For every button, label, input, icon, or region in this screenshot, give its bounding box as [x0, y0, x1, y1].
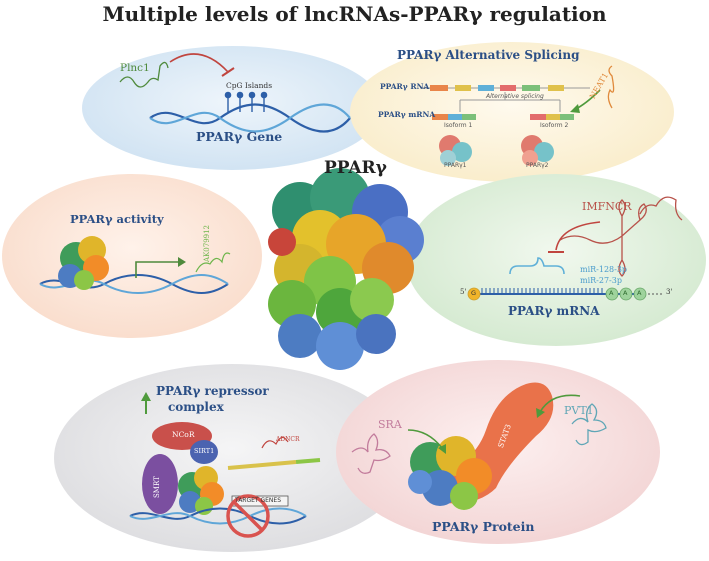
pparg-mrna-label: PPARγ mRNA: [508, 304, 600, 318]
ak079912-rna-strand: [195, 252, 231, 273]
polya-label-1: A: [609, 289, 614, 297]
polya-bead-2: [619, 287, 633, 301]
imfncr-inhibition-arrow: [555, 221, 601, 251]
alternative-splicing-note: Alternative splicing: [486, 93, 544, 100]
mirna-duplex: [509, 257, 565, 275]
imfncr-label: IMFNCR: [582, 200, 632, 213]
ak079912-label: AK079912: [203, 224, 211, 262]
mrna-cap: [467, 287, 481, 301]
three-prime-label: 3': [666, 288, 673, 296]
polya-bead-3: [633, 287, 647, 301]
smrt-label: SMRT: [153, 476, 161, 498]
gene-panel-blob: [82, 46, 382, 170]
pparg-gene-label: PPARγ Gene: [196, 129, 283, 144]
plnc1-inhibition-bar: [221, 67, 235, 77]
adncr-label: ADNCR: [276, 436, 300, 443]
ppar-gamma2-label: PPARγ2: [526, 162, 549, 169]
gene-dna-helix: [149, 103, 351, 133]
pparg-mrna-isoform2: [530, 114, 574, 120]
polya-label-2: A: [623, 289, 628, 297]
repressor-panel-blob: [54, 364, 410, 552]
mirna-128-label: miR-128-3p: [580, 265, 628, 274]
plnc1-inhibition-arrow: [169, 53, 229, 73]
five-prime-label: 5': [460, 288, 467, 296]
activity-title: PPARγ activity: [70, 212, 164, 226]
ncor-label: NCoR: [172, 430, 195, 439]
polya-label-3: A: [637, 289, 642, 297]
pvt1-rna-strand: [571, 403, 607, 446]
sra-arrowhead: [438, 444, 446, 454]
pparg-mrna-splicing-label: PPARγ mRNA: [378, 110, 436, 119]
ppar-gamma1-protein: [439, 135, 472, 166]
mirna-27-label: miR-27-3p: [580, 276, 622, 285]
sra-rna-strand: [351, 433, 391, 474]
pvt1-arrow: [539, 394, 581, 413]
isoform1-label: Isoform 1: [444, 122, 473, 129]
no-symbol-icon: [226, 494, 270, 538]
figure-title: Multiple levels of lncRNAs-PPARγ regulat…: [102, 2, 607, 26]
pvt1-label: PVT1: [564, 404, 594, 417]
cpg-methyl-marks: [224, 91, 268, 112]
activity-arrow: [135, 261, 180, 278]
activity-arrowhead: [178, 257, 186, 267]
sra-arrow: [407, 429, 443, 449]
splicing-branches: [459, 92, 561, 112]
splicing-panel-blob: [350, 42, 674, 182]
adncr-transcript: [227, 436, 321, 470]
sra-label: SRA: [378, 418, 402, 431]
pparg-rna-bar: [420, 85, 590, 91]
splicing-title: PPARγ Alternative Splicing: [397, 48, 580, 62]
mrna-codon-ticks: [481, 288, 603, 294]
ppar-gamma2-protein: [521, 135, 554, 166]
plnc1-rna-strand: [119, 61, 169, 88]
plnc1-label: Plnc1: [120, 62, 150, 74]
sirt1-label: SIRT1: [194, 447, 215, 455]
polya-bead-1: [605, 287, 619, 301]
neat1-rna-strand: [607, 65, 615, 109]
pparg-structure: [268, 168, 424, 370]
activity-pparg-protein: [58, 236, 109, 290]
activity-panel-blob: [2, 174, 262, 338]
imfncr-rna-strand: [559, 196, 683, 277]
pparg-protein-label: PPARγ Protein: [432, 519, 535, 534]
upregulation-arrowhead: [141, 392, 151, 401]
ppar-gamma1-label: PPARγ1: [444, 162, 467, 169]
cpg-islands-label: CpG Islands: [226, 81, 273, 90]
sirt1-protein: [190, 440, 218, 464]
target-genes-label: TARGET GENES: [235, 497, 282, 504]
pparg-rna-label: PPARγ RNA: [380, 82, 430, 91]
pparg-mrna-isoform1: [432, 114, 476, 120]
repressor-title-line1: PPARγ repressor: [156, 384, 269, 398]
pvt1-arrowhead: [536, 408, 545, 418]
center-pparg-label: PPARγ: [324, 158, 387, 178]
neat1-arrowhead: [570, 104, 580, 113]
smrt-protein: [142, 454, 178, 514]
isoform2-label: Isoform 2: [540, 122, 569, 129]
repressor-dna-helix: [129, 507, 307, 525]
cap-label: G: [471, 289, 477, 297]
repressor-title-line2: complex: [168, 400, 224, 414]
mrna-panel-blob: [406, 174, 706, 346]
